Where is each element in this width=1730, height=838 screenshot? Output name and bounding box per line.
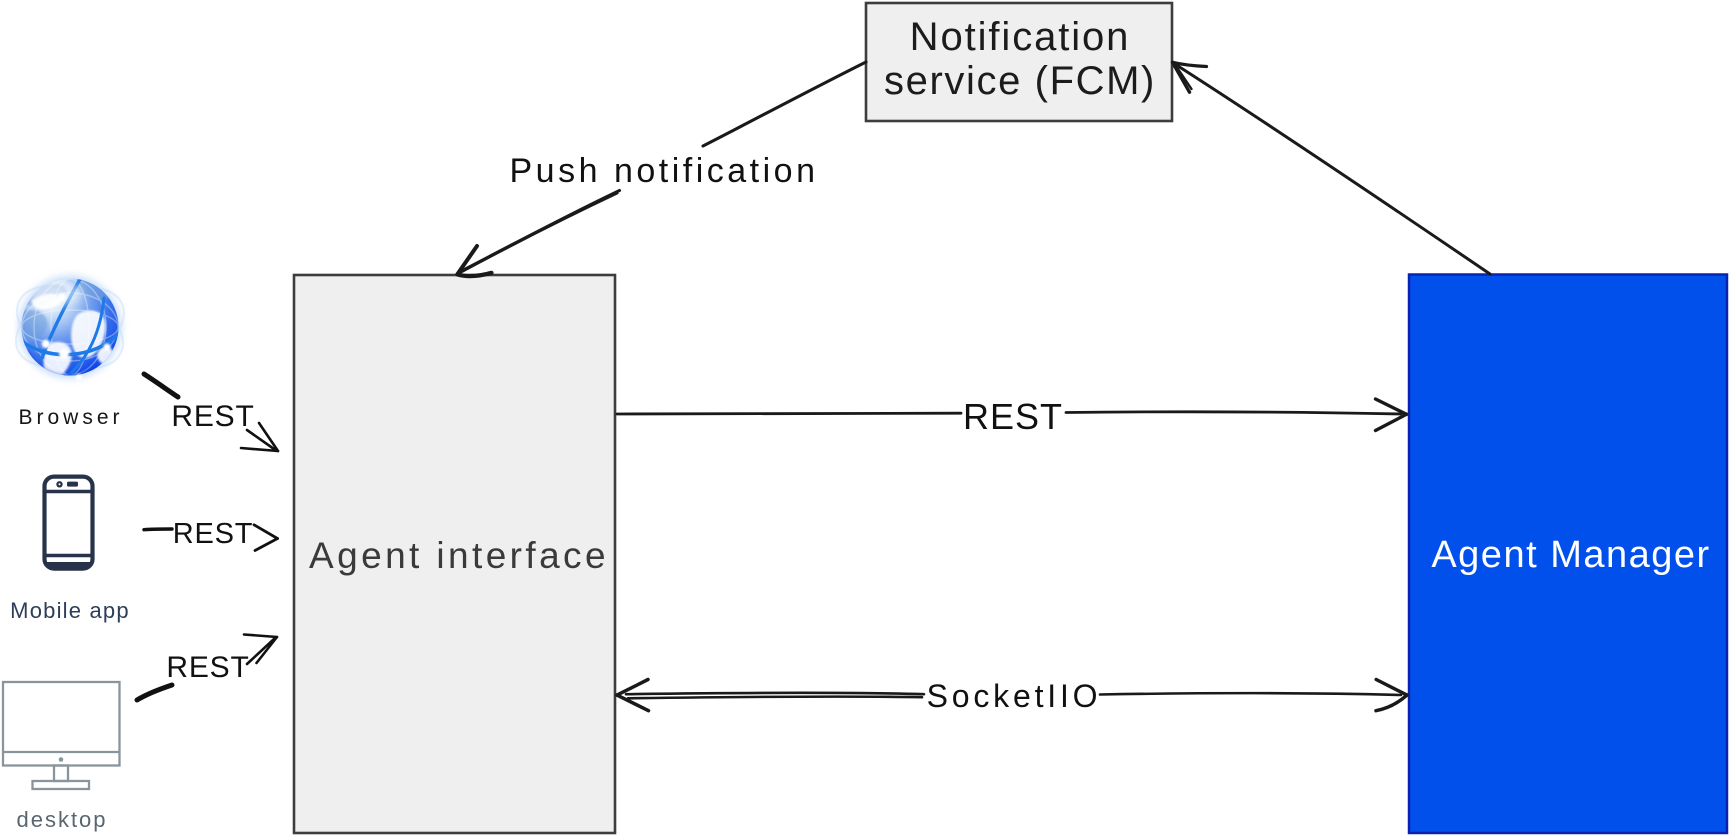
svg-text:Mobile app: Mobile app bbox=[10, 598, 130, 623]
svg-text:REST: REST bbox=[173, 518, 254, 550]
svg-text:SocketIIO: SocketIIO bbox=[927, 678, 1102, 714]
svg-text:REST: REST bbox=[171, 400, 254, 433]
svg-text:REST: REST bbox=[166, 651, 249, 684]
svg-text:Agent Manager: Agent Manager bbox=[1431, 534, 1710, 576]
svg-text:desktop: desktop bbox=[16, 807, 107, 832]
svg-text:Browser: Browser bbox=[18, 406, 123, 429]
svg-text:REST: REST bbox=[963, 396, 1063, 437]
svg-text:Notification: Notification bbox=[910, 15, 1131, 59]
svg-text:Push notification: Push notification bbox=[510, 152, 819, 190]
svg-text:service (FCM): service (FCM) bbox=[884, 59, 1156, 103]
svg-text:Agent interface: Agent interface bbox=[309, 535, 609, 576]
